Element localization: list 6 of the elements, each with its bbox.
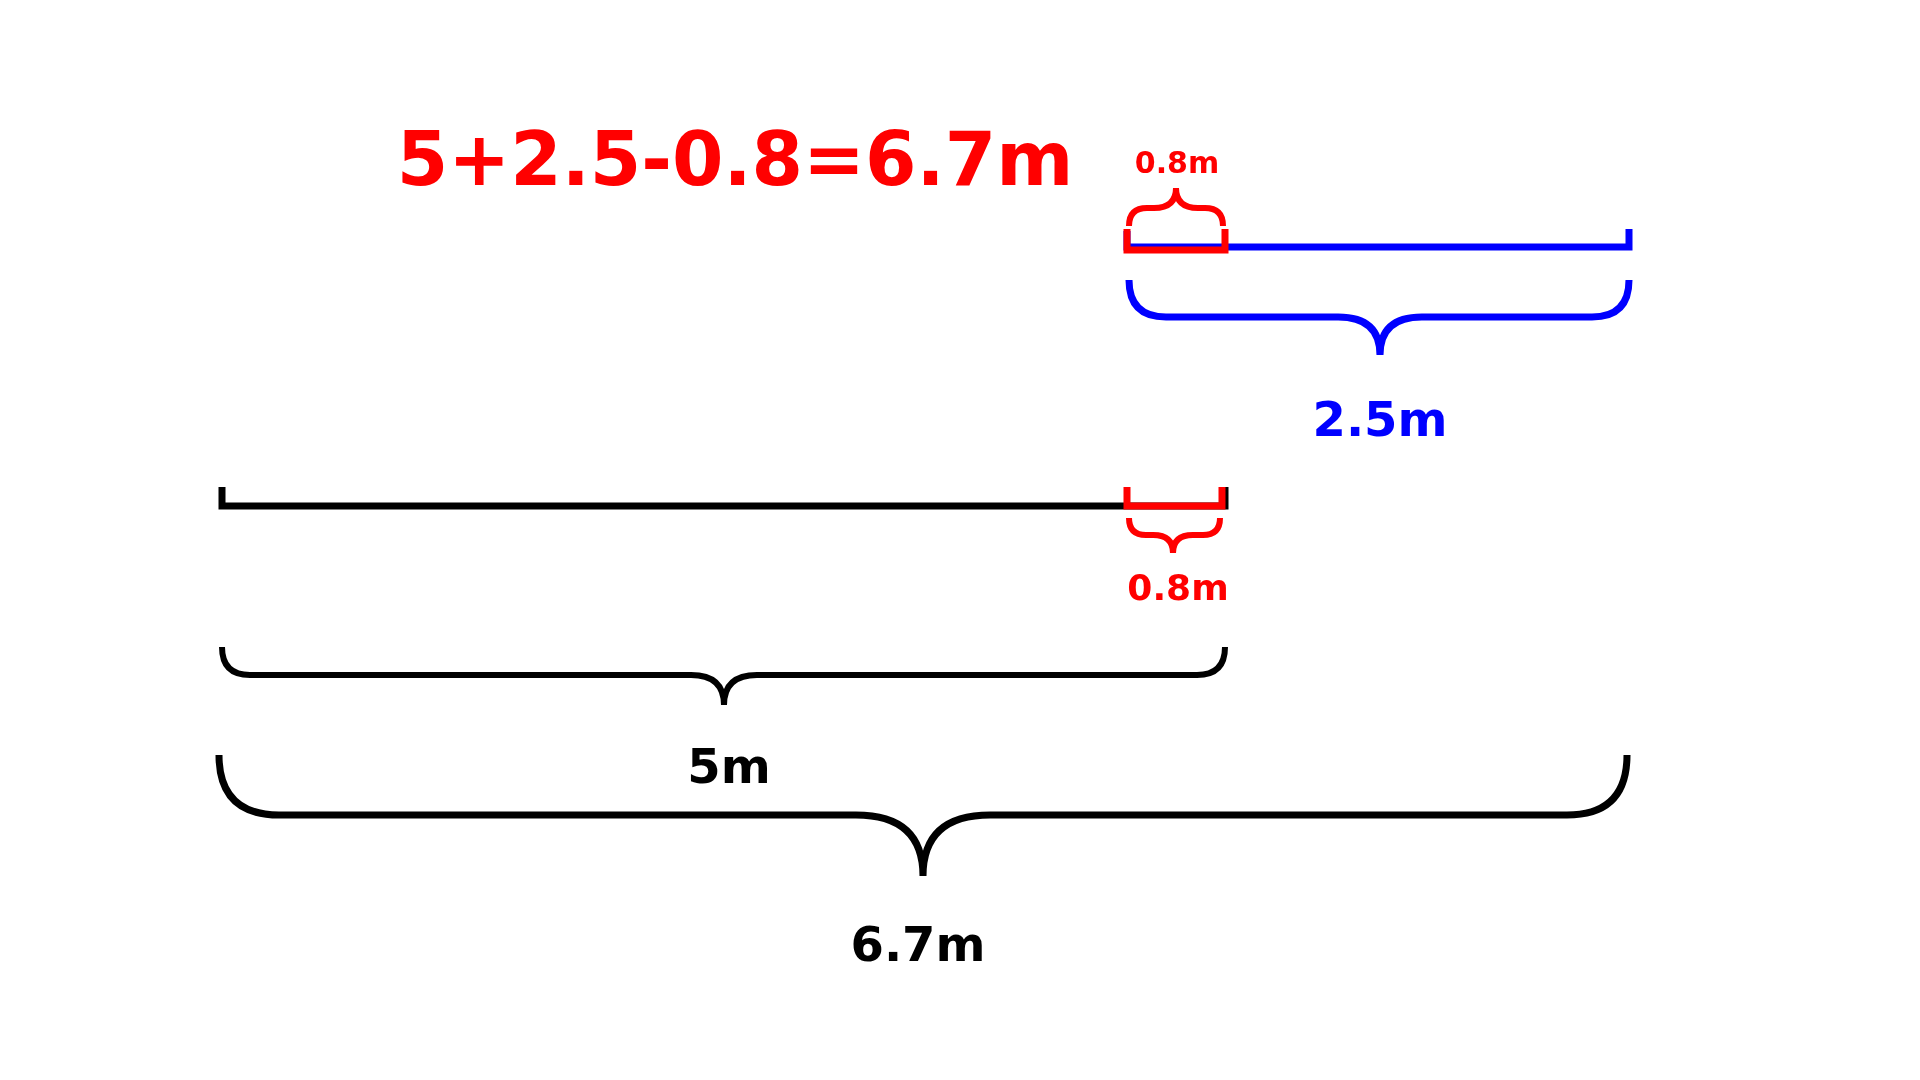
length-label: 0.8m [1127, 570, 1229, 606]
length-label: 2.5m [1312, 395, 1448, 443]
length-label: 6.7m [850, 920, 986, 968]
equation-title: 5+2.5-0.8=6.7m [396, 122, 1074, 196]
length-label: 5m [687, 742, 771, 790]
length-label: 0.8m [1134, 148, 1220, 178]
